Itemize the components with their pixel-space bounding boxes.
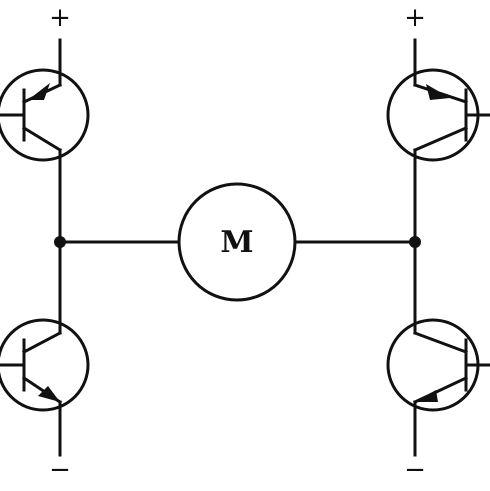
- motor: M: [177, 182, 297, 302]
- transistor-bottom-right: [386, 240, 490, 457]
- emitter-arrow: [38, 386, 60, 402]
- right-junction-dot: [409, 236, 421, 248]
- motor-label: M: [220, 225, 253, 260]
- right-negative-label: −: [404, 455, 426, 485]
- transistor-top-right: [386, 38, 490, 244]
- transistor-top-left: [0, 38, 90, 244]
- transistor-bottom-left: [0, 240, 90, 457]
- left-negative-label: −: [49, 455, 71, 485]
- emitter-arrow: [415, 390, 438, 402]
- left-junction-dot: [54, 236, 66, 248]
- motor-circle: [177, 182, 297, 302]
- emitter-arrow: [28, 83, 50, 100]
- right-positive-label: +: [404, 3, 426, 33]
- left-positive-label: +: [49, 3, 71, 33]
- emitter-arrow: [426, 84, 450, 100]
